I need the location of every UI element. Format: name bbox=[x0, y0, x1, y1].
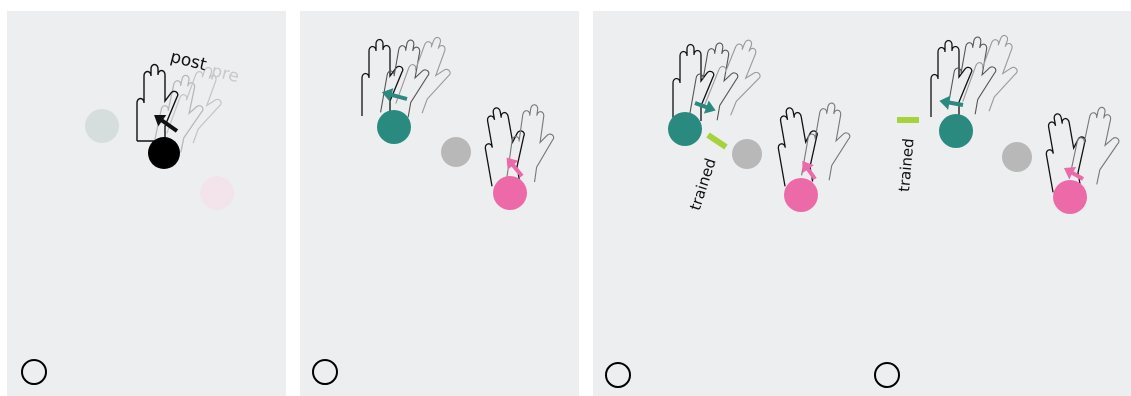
ring-marker-icon bbox=[874, 362, 900, 388]
gray-start-icon bbox=[732, 139, 762, 169]
ring-marker-icon bbox=[312, 359, 338, 385]
teal-target-icon bbox=[939, 114, 973, 148]
faded-pink-target-icon bbox=[200, 176, 234, 210]
hand-icon bbox=[1040, 110, 1093, 192]
teal-arrow-icon bbox=[938, 94, 964, 112]
pink-target-icon bbox=[784, 178, 818, 212]
panel-1-graphic bbox=[7, 11, 286, 396]
pink-arrow-icon bbox=[501, 153, 527, 180]
gray-start-icon bbox=[1002, 142, 1032, 172]
panel-3-graphic bbox=[593, 11, 1131, 396]
teal-target-icon bbox=[668, 112, 702, 146]
hand-icon bbox=[381, 37, 434, 119]
black-target-icon bbox=[148, 137, 180, 169]
hand-icon bbox=[690, 40, 743, 122]
hand-icon bbox=[479, 104, 532, 186]
pink-target-icon bbox=[493, 176, 527, 210]
teal-target-icon bbox=[377, 110, 411, 144]
panel-3: trained trained bbox=[593, 11, 1131, 396]
hand-icon bbox=[507, 102, 558, 183]
trained-bar-icon bbox=[708, 135, 726, 147]
panel-2 bbox=[300, 11, 579, 396]
panel-2-graphic bbox=[300, 11, 579, 396]
hand-icon bbox=[931, 41, 972, 118]
gray-start-icon bbox=[441, 137, 471, 167]
teal-arrow-icon bbox=[693, 96, 718, 117]
panel-1: post pre bbox=[7, 11, 286, 396]
faded-teal-target-icon bbox=[85, 109, 119, 143]
ring-marker-icon bbox=[605, 362, 631, 388]
ring-marker-icon bbox=[21, 359, 47, 385]
hand-icon bbox=[772, 104, 825, 186]
pink-target-icon bbox=[1053, 180, 1087, 214]
